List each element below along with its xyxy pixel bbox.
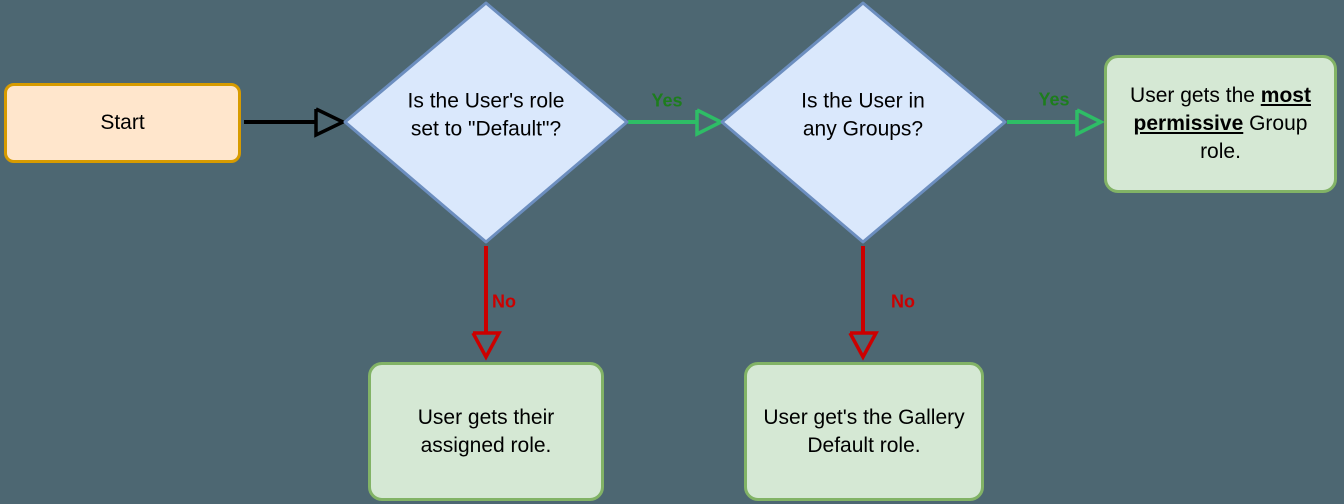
outcome-gallery-default-node: User get's the Gallery Default role. [744,362,984,501]
outcome-group-role-label: User gets the most permissive Group role… [1112,82,1330,165]
outcome-group-role-emphasis: most permissive [1133,84,1311,136]
decision-diamond-in-groups [720,1,1007,244]
arrow-decision1-no [471,246,502,361]
arrow-start-to-decision1 [244,107,348,138]
outcome-assigned-role-label: User gets their assigned role. [417,405,555,457]
decision-in-groups-label: Is the User in any Groups? [801,89,925,140]
outcome-group-role-prefix: User gets the [1130,84,1261,108]
arrow-decision1-yes [628,108,725,137]
edge-label-decision2-no: No [891,291,915,312]
start-node: Start [4,83,241,163]
start-node-label: Start [100,111,145,135]
outcome-group-role-node: User gets the most permissive Group role… [1104,55,1337,193]
edge-label-decision1-no: No [492,291,516,312]
outcome-group-role-suffix: Group role. [1200,112,1308,163]
outcome-assigned-role-node: User gets their assigned role. [368,362,604,501]
decision-diamond-role-default [343,1,629,244]
arrow-decision2-yes [1007,108,1105,137]
decision-role-default-label: Is the User's role set to "Default"? [407,89,565,140]
edge-label-decision1-yes: Yes [651,90,683,111]
outcome-gallery-default-label: User get's the Gallery Default role. [763,405,965,457]
edge-label-decision2-yes: Yes [1038,89,1070,110]
arrow-decision2-no [848,246,879,361]
